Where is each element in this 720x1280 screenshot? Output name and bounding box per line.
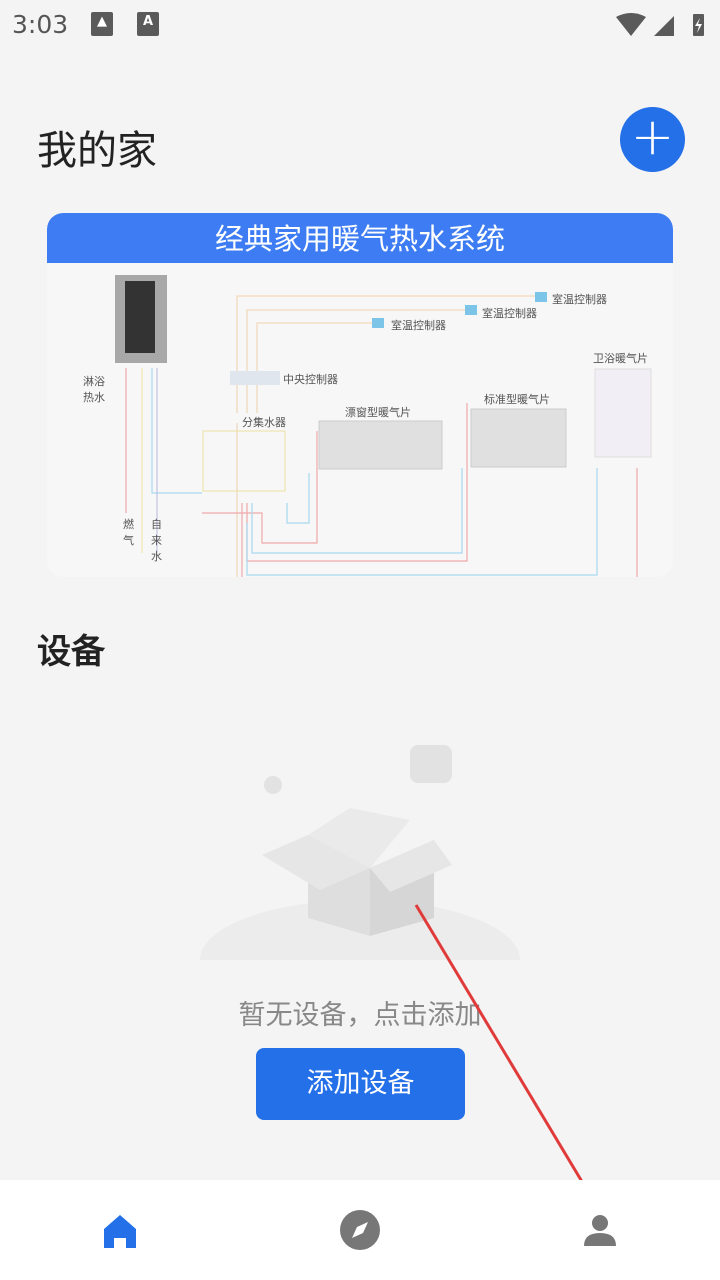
image-icon: ▲ <box>91 12 113 36</box>
gas-label: 燃 气 <box>123 518 134 547</box>
central-controller-label: 中央控制器 <box>283 373 338 386</box>
add-device-button[interactable]: 添加设备 <box>256 1048 465 1120</box>
add-home-button[interactable]: + <box>620 107 685 172</box>
thermostat-label: 室温控制器 <box>482 307 537 320</box>
radiator-standard <box>470 408 567 468</box>
status-time: 3:03 <box>12 10 69 39</box>
banner-title: 经典家用暖气热水系统 <box>47 213 673 263</box>
bulb-icon <box>264 776 282 794</box>
thermostat-label: 室温控制器 <box>552 293 607 306</box>
central-controller <box>230 371 280 385</box>
empty-state-text: 暂无设备，点击添加 <box>238 1000 482 1031</box>
thermostat-label: 室温控制器 <box>391 319 446 332</box>
discover-icon <box>340 1210 380 1250</box>
manifold <box>202 430 286 492</box>
radiator-label: 标准型暖气片 <box>484 393 550 406</box>
heating-system-diagram <box>115 275 652 577</box>
nav-profile[interactable] <box>570 1200 630 1260</box>
radiator-label: 卫浴暖气片 <box>593 352 648 365</box>
system-banner[interactable]: 经典家用暖气热水系统 室温控制器 室温控制器 室温控制器 中央控制器 淋浴 热水… <box>47 213 673 577</box>
radiator-bathroom <box>594 368 652 458</box>
wifi-icon <box>616 13 704 36</box>
bottom-nav <box>0 1180 720 1280</box>
empty-box-illustration <box>200 745 520 960</box>
signal-icon <box>654 16 674 36</box>
shower-label: 淋浴 热水 <box>83 375 105 404</box>
nav-home[interactable] <box>90 1200 150 1260</box>
manifold-label: 分集水器 <box>242 416 286 429</box>
status-bar: 3:03 ▲ A <box>0 0 720 50</box>
font-download-icon: A <box>137 12 159 36</box>
devices-title: 设备 <box>37 632 105 672</box>
socket-icon <box>410 745 452 783</box>
page-title: 我的家 <box>37 128 157 174</box>
radiator-bay <box>318 420 443 470</box>
radiator-label: 漂窗型暖气片 <box>345 406 411 419</box>
home-icon <box>104 1215 136 1248</box>
nav-discover[interactable] <box>330 1200 390 1260</box>
water-label: 自 来 水 <box>151 518 162 563</box>
profile-icon <box>584 1215 616 1246</box>
